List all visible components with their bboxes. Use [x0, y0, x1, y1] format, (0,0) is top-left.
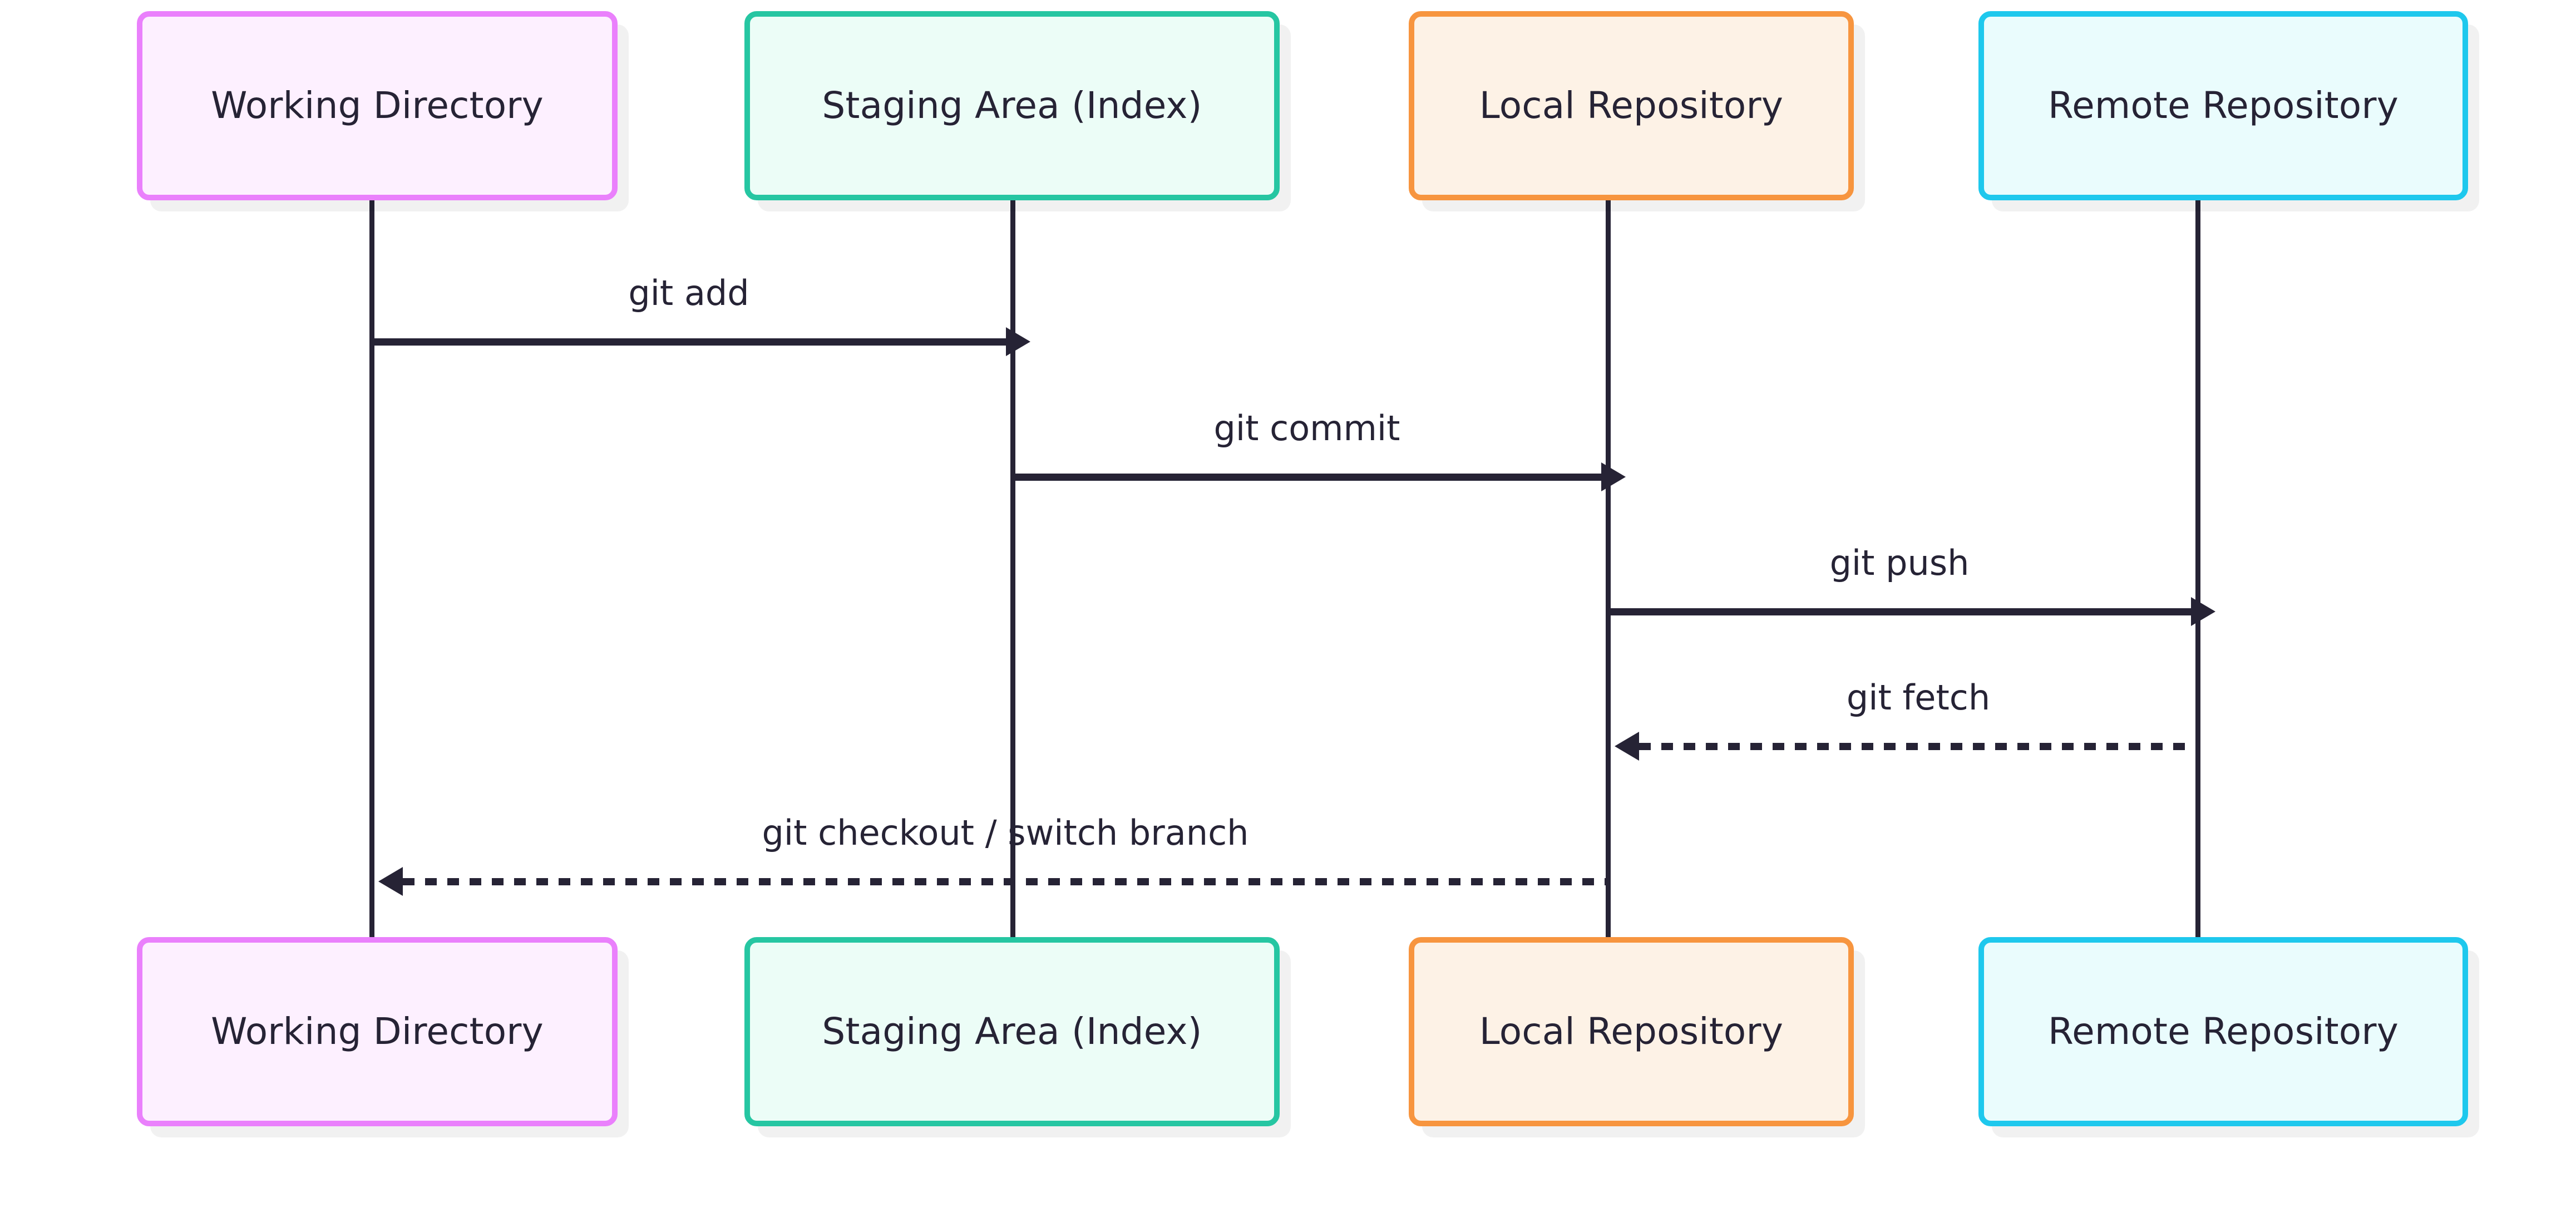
participant-label: Local Repository: [1479, 1010, 1784, 1053]
lifeline-local-repository: [1606, 200, 1611, 940]
message-label: git commit: [1213, 408, 1400, 449]
arrowhead-left-icon: [1615, 732, 1639, 761]
participant-box-remote-repository-top[interactable]: Remote Repository: [1978, 11, 2468, 200]
participant-box-remote-repository-bottom[interactable]: Remote Repository: [1978, 937, 2468, 1126]
participant-box-working-directory-top[interactable]: Working Directory: [137, 11, 618, 200]
message-line: [1013, 474, 1601, 481]
participant-label: Remote Repository: [2048, 1010, 2399, 1053]
participant-label: Local Repository: [1479, 84, 1784, 127]
lifeline-remote-repository: [2195, 200, 2200, 940]
message-label: git push: [1829, 543, 1970, 583]
message-label: git fetch: [1846, 677, 1991, 718]
participant-box-working-directory-bottom[interactable]: Working Directory: [137, 937, 618, 1126]
message-line: [1639, 743, 2198, 750]
message-label: git checkout / switch branch: [762, 812, 1249, 853]
arrowhead-right-icon: [1006, 327, 1030, 356]
participant-label: Working Directory: [211, 1010, 544, 1053]
message-line: [372, 338, 1006, 346]
participant-box-local-repository-bottom[interactable]: Local Repository: [1409, 937, 1854, 1126]
participant-label: Working Directory: [211, 84, 544, 127]
participant-box-staging-area-bottom[interactable]: Staging Area (Index): [744, 937, 1280, 1126]
lifeline-working-directory: [369, 200, 374, 940]
message-line: [1608, 608, 2191, 615]
message-label: git add: [628, 273, 749, 313]
participant-label: Staging Area (Index): [822, 1010, 1202, 1053]
arrowhead-right-icon: [1601, 462, 1626, 491]
lifeline-staging-area: [1010, 200, 1015, 940]
message-line: [403, 878, 1608, 885]
participant-box-staging-area-top[interactable]: Staging Area (Index): [744, 11, 1280, 200]
participant-label: Remote Repository: [2048, 84, 2399, 127]
participant-label: Staging Area (Index): [822, 84, 1202, 127]
arrowhead-right-icon: [2191, 597, 2215, 626]
participant-box-local-repository-top[interactable]: Local Repository: [1409, 11, 1854, 200]
arrowhead-left-icon: [378, 867, 403, 896]
